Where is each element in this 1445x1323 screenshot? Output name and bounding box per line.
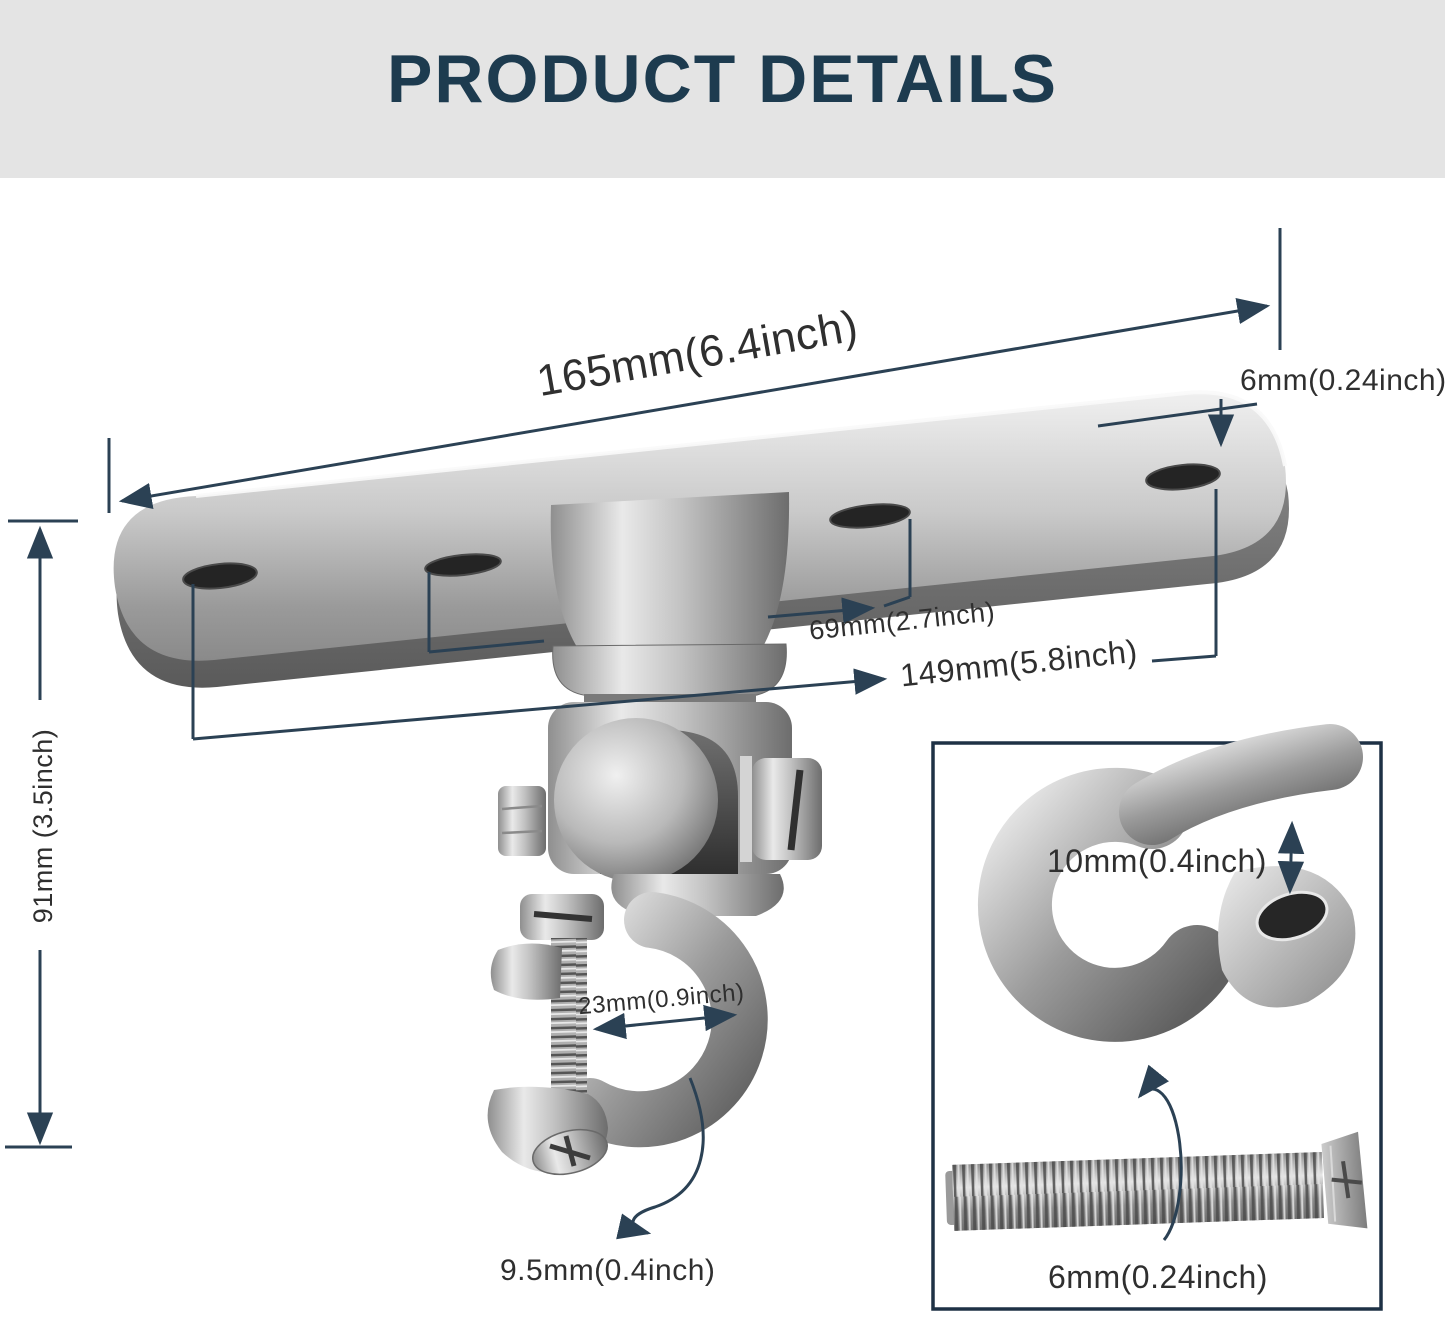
dim-plate-thickness	[1097, 399, 1258, 448]
dim-hook-opening	[592, 1004, 738, 1040]
rotation-arrow-icon	[616, 1077, 705, 1240]
inset-hook-diameter-label: 10mm(0.4inch)	[1047, 843, 1267, 879]
dim-hook-diameter	[616, 1077, 705, 1240]
inset-detail-box: 10mm(0.4inch) 6mm(0.24inch)	[931, 724, 1383, 1311]
swivel-pedestal	[550, 492, 790, 706]
dim-inset-hook-opening	[1277, 820, 1305, 895]
clamp-screw	[487, 894, 608, 1176]
hook-diameter-label: 9.5mm(0.4inch)	[500, 1254, 715, 1287]
inset-hook-closeup	[978, 724, 1363, 1042]
inset-bolt	[945, 1131, 1368, 1231]
dim-inset-bolt-diameter	[1137, 1064, 1183, 1241]
rotation-arrow-icon	[1137, 1064, 1183, 1241]
dim-outer-hole-spacing	[191, 489, 1218, 741]
dim-inner-hole-spacing	[427, 519, 912, 654]
dim-plate-length	[107, 228, 1282, 513]
overall-height-label: 91mm (3.5inch)	[28, 729, 58, 924]
plate-length-label: 165mm(6.4inch)	[533, 301, 861, 406]
dim-overall-height	[5, 519, 78, 1149]
swivel-clevis	[498, 702, 822, 882]
swing-hook	[487, 874, 784, 1176]
header-banner: PRODUCT DETAILS	[0, 0, 1445, 178]
page-title: PRODUCT DETAILS	[387, 41, 1058, 117]
inset-bolt-diameter-label: 6mm(0.24inch)	[1048, 1259, 1268, 1295]
outer-hole-spacing-label: 149mm(5.8inch)	[899, 633, 1140, 694]
plate-thickness-label: 6mm(0.24inch)	[1240, 364, 1445, 397]
swivel-pin	[752, 758, 822, 860]
pin-nut	[498, 786, 546, 856]
